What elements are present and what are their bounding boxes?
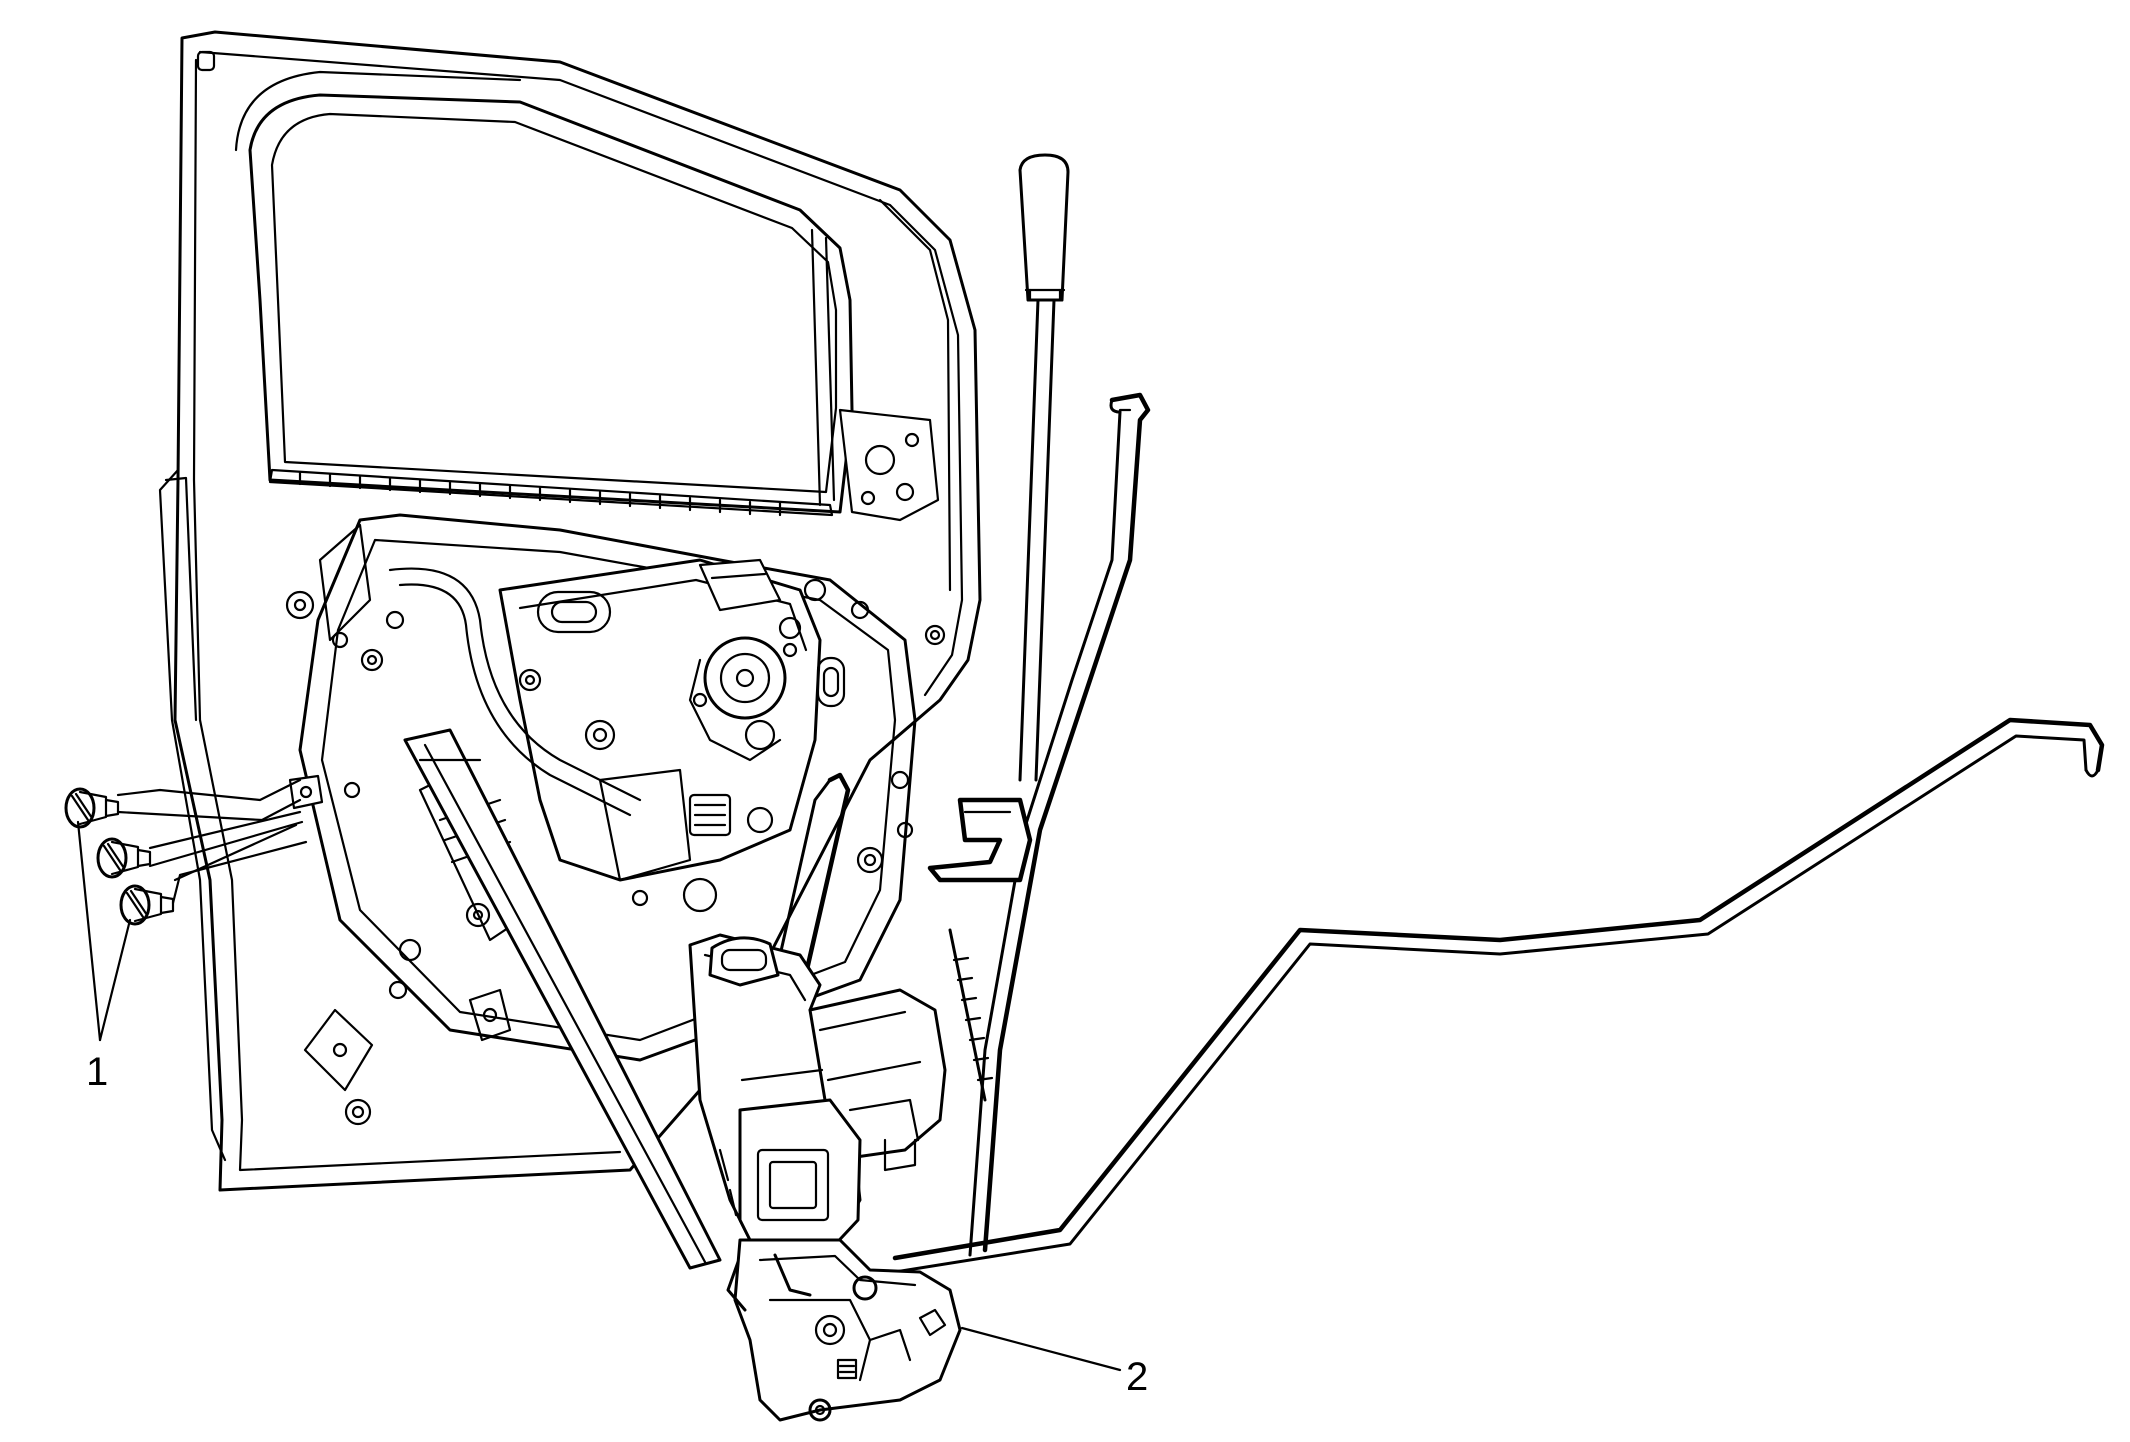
- leader-line-2: [960, 1326, 1122, 1372]
- door-panel: [158, 30, 982, 1270]
- callout-leaders: [960, 1326, 1122, 1372]
- bolt: [64, 787, 120, 829]
- outside-handle-rod: [892, 717, 2105, 1274]
- window-sill-teeth: [298, 470, 782, 517]
- callout-label-2: 2: [1126, 1355, 1148, 1399]
- bolt: [96, 837, 152, 879]
- door-latch-bolts: [64, 778, 308, 1042]
- callout-label-1: 1: [86, 1050, 108, 1094]
- latch-rod-clip: [756, 772, 1033, 1102]
- window-regulator: [388, 558, 870, 913]
- bolt: [119, 884, 175, 926]
- door-latch: [688, 933, 962, 1422]
- lock-rod: [1018, 153, 1070, 782]
